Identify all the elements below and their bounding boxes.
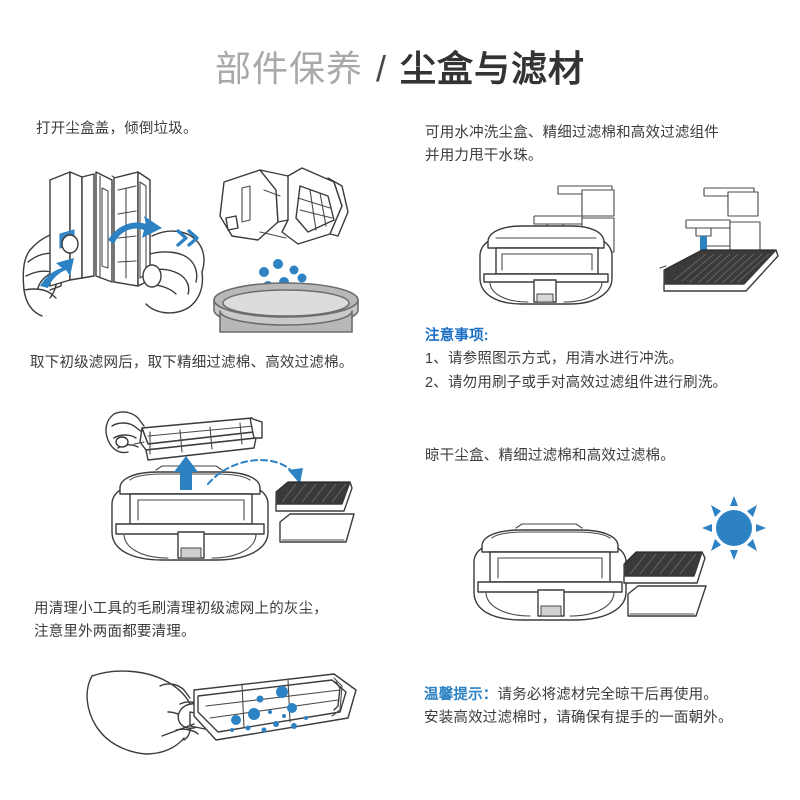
figure-rinse-dustbin xyxy=(462,182,634,310)
figure-dry-parts xyxy=(456,494,796,650)
step-brush-text: 用清理小工具的毛刷清理初级滤网上的灰尘， 注意里外两面都要清理。 xyxy=(34,598,424,645)
page-title: 部件保养 / 尘盒与滤材 xyxy=(0,40,800,92)
notice-block: 注意事项: 1、请参照图示方式，用清水进行冲洗。 2、请勿用刷子或手对高效过滤组… xyxy=(425,325,795,395)
figure-brush-screen xyxy=(84,654,364,782)
tip-line1-text: 请务必将滤材完全晾干后再使用。 xyxy=(497,687,718,703)
page-title-subject: 尘盒与滤材 xyxy=(400,48,586,89)
step-dry-text: 晾干尘盒、精细过滤棉和高效过滤棉。 xyxy=(425,448,675,464)
step-wash-line2: 并用力甩干水珠。 xyxy=(425,148,543,165)
step-brush-line1: 用清理小工具的毛刷清理初级滤网上的灰尘， xyxy=(34,601,328,617)
notice-heading: 注意事项: xyxy=(425,328,489,344)
page-title-category: 部件保养 xyxy=(214,48,363,89)
step-wash-line1: 可用水冲洗尘盒、精细过滤棉和高效过滤组件 xyxy=(425,125,719,141)
double-chevron-right-icon xyxy=(176,228,202,248)
tip-block: 温馨提示：请务必将滤材完全晾干后再使用。 安装高效过滤棉时，请确保有提手的一面朝… xyxy=(424,684,799,731)
page-title-separator: / xyxy=(375,48,387,89)
step-brush-line2: 注意里外两面都要清理。 xyxy=(34,624,196,641)
figure-rinse-filter xyxy=(644,184,800,310)
figure-empty-into-trash xyxy=(202,160,392,333)
figure-remove-filters xyxy=(104,392,366,582)
step-remove-filters-text: 取下初级滤网后，取下精细过滤棉、高效过滤棉。 xyxy=(30,355,354,371)
figure-open-dustbin xyxy=(22,158,212,318)
notice-item-1: 1、请参照图示方式，用清水进行冲洗。 xyxy=(425,351,684,368)
tip-line2: 安装高效过滤棉时，请确保有提手的一面朝外。 xyxy=(424,710,733,727)
tip-line1: 温馨提示：请务必将滤材完全晾干后再使用。 xyxy=(424,684,799,707)
step-open-dustbin-text: 打开尘盒盖，倾倒垃圾。 xyxy=(36,121,198,137)
sun-icon xyxy=(702,496,766,560)
step-wash-text: 可用水冲洗尘盒、精细过滤棉和高效过滤组件 并用力甩干水珠。 xyxy=(425,122,795,169)
notice-item-2: 2、请勿用刷子或手对高效过滤组件进行刷洗。 xyxy=(425,374,728,391)
tip-label: 温馨提示： xyxy=(424,687,498,703)
